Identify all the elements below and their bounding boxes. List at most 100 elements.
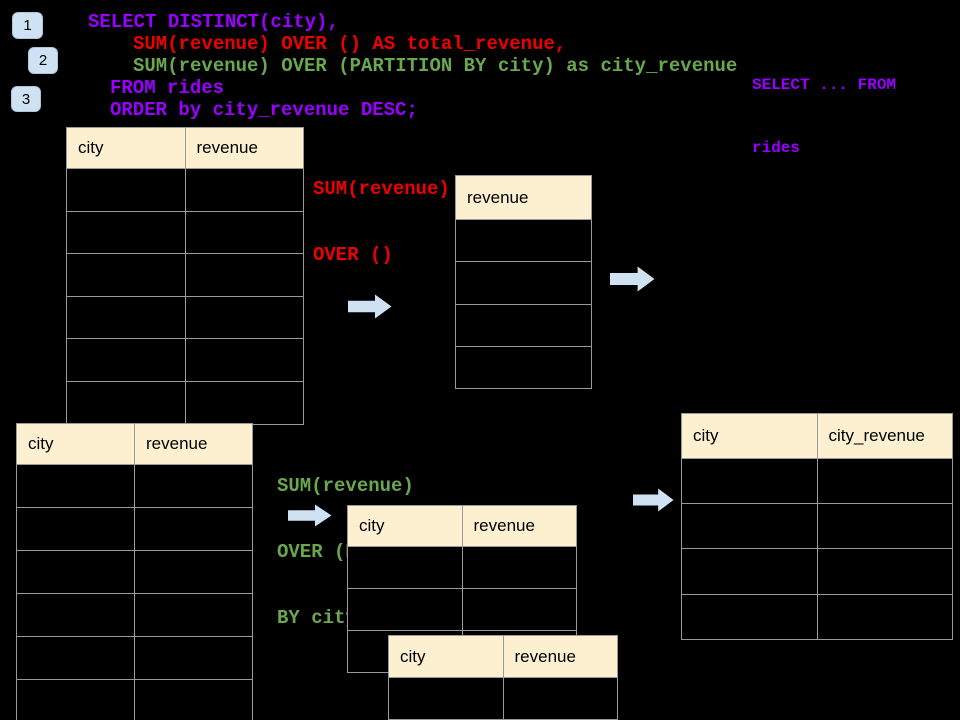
arrow-right-icon	[348, 294, 392, 319]
table-row	[389, 677, 617, 719]
table-cell	[67, 296, 186, 339]
table-row	[67, 210, 304, 254]
column-header: revenue	[146, 434, 208, 453]
table-cell	[463, 547, 577, 588]
table-cell	[67, 254, 186, 296]
table-cell	[348, 589, 463, 630]
step-badge-2: 2	[28, 47, 58, 74]
table-row	[17, 507, 252, 550]
table-row	[17, 636, 252, 679]
annotation-total-line-2: OVER ()	[313, 244, 393, 266]
side-snippet: SELECT ... FROM rides	[752, 33, 896, 201]
step-badge-3: 3	[11, 86, 41, 112]
step-badge-1: 1	[12, 12, 43, 39]
table-cell	[504, 678, 618, 719]
column-header: revenue	[514, 646, 576, 666]
column-header: city	[67, 128, 186, 168]
sql-line-city-revenue: SUM(revenue) OVER (PARTITION BY city) as…	[133, 55, 738, 77]
table-row	[456, 303, 591, 346]
sql-line-total-revenue: SUM(revenue) OVER () AS total_revenue,	[133, 33, 567, 55]
table-partition-front: city revenue	[388, 635, 618, 720]
table-cell	[67, 169, 186, 211]
table-cell	[67, 339, 186, 381]
column-header: city	[389, 636, 504, 677]
table-cell	[186, 169, 304, 211]
table-row	[348, 546, 576, 588]
table-header-row: city revenue	[348, 506, 576, 546]
table-cell	[389, 678, 504, 719]
table-cell	[17, 637, 135, 679]
table-cell	[17, 508, 135, 550]
table-row	[456, 345, 591, 388]
table-row	[682, 593, 953, 639]
table-row	[456, 261, 591, 303]
table-cell	[463, 589, 577, 630]
table-row	[17, 550, 252, 593]
table-cell	[818, 595, 953, 639]
column-header: revenue	[467, 187, 529, 207]
side-snippet-line-2: rides	[752, 139, 801, 157]
table-cell	[135, 594, 252, 636]
table-cell	[348, 547, 463, 588]
table-cell	[818, 504, 953, 548]
table-row	[682, 548, 953, 594]
column-header: city	[682, 414, 818, 458]
table-cell	[186, 254, 304, 296]
sql-line-from: FROM rides	[110, 77, 225, 99]
column-header: city_revenue	[828, 426, 925, 445]
table-cell	[818, 549, 953, 593]
table-header-row: revenue	[456, 176, 591, 219]
table-cell	[67, 381, 186, 424]
arrow-right-icon	[633, 488, 674, 512]
table-row	[67, 380, 304, 424]
table-cell	[17, 680, 135, 720]
table-cell	[135, 508, 252, 550]
side-snippet-line-1: SELECT ... FROM	[752, 76, 897, 94]
column-header: city	[348, 506, 463, 546]
table-row	[682, 503, 953, 549]
arrow-right-icon	[610, 266, 655, 292]
arrow-right-icon	[288, 504, 332, 527]
table-cell	[186, 212, 304, 254]
table-row	[348, 588, 576, 630]
annotation-total-line-1: SUM(revenue)	[313, 178, 450, 200]
table-row	[67, 168, 303, 211]
table-total-revenue: revenue	[455, 175, 592, 390]
table-source-bottom: city revenue	[16, 423, 253, 720]
table-cell	[682, 594, 818, 639]
table-cell	[456, 347, 591, 388]
table-header-row: city revenue	[67, 128, 303, 168]
table-cell	[682, 459, 818, 504]
table-result: city city_revenue	[681, 413, 953, 640]
column-header: revenue	[473, 516, 535, 535]
table-cell	[682, 549, 818, 594]
table-cell	[67, 211, 186, 254]
table-cell	[186, 382, 304, 424]
table-cell	[456, 262, 591, 303]
table-row	[17, 593, 252, 636]
table-cell	[135, 680, 252, 720]
column-header: city	[17, 424, 135, 464]
table-row	[17, 464, 252, 507]
table-cell	[682, 504, 818, 549]
column-header: revenue	[196, 138, 258, 157]
table-cell	[17, 594, 135, 636]
table-cell	[818, 459, 953, 503]
table-cell	[135, 551, 252, 593]
table-row	[67, 338, 303, 381]
table-cell	[135, 465, 252, 507]
table-row	[456, 219, 591, 261]
table-cell	[17, 465, 135, 507]
table-row	[682, 458, 953, 504]
annotation-total-revenue: SUM(revenue) OVER ()	[313, 134, 450, 310]
table-cell	[17, 551, 135, 593]
sql-line-select: SELECT DISTINCT(city),	[88, 11, 339, 33]
annotation-partition-line-1: SUM(revenue)	[277, 475, 414, 497]
table-cell	[456, 220, 591, 261]
table-row	[17, 679, 252, 720]
table-source-top: city revenue	[66, 127, 304, 425]
table-header-row: city revenue	[17, 424, 252, 464]
sql-line-order-by: ORDER by city_revenue DESC;	[110, 99, 418, 121]
table-cell	[135, 637, 252, 679]
